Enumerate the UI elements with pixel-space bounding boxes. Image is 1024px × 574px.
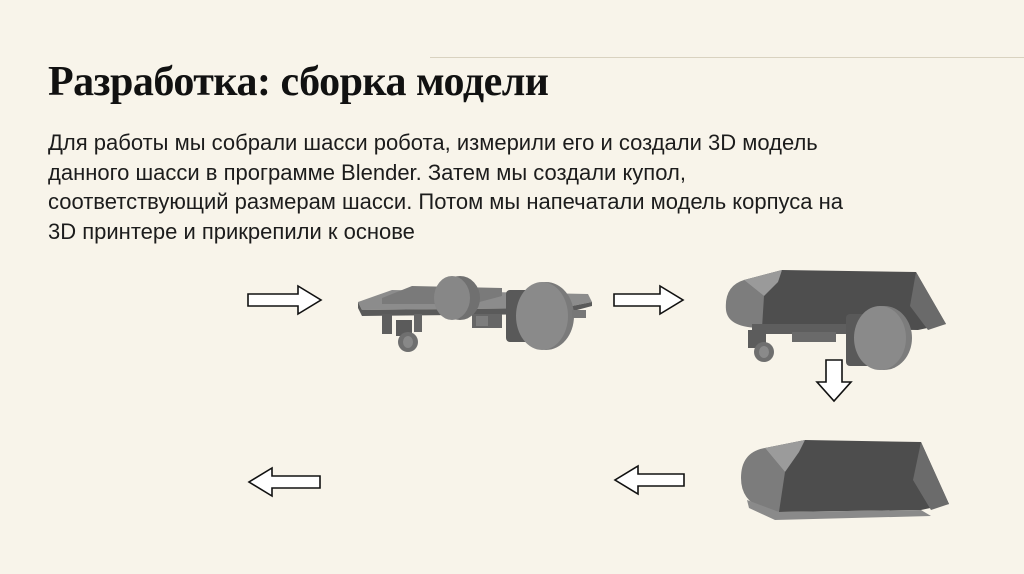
top-divider [430,57,1024,58]
body-line-4: 3D принтере и прикрепили к основе [48,218,415,244]
body-line-3: соответствующий размерам шасси. Потом мы… [48,189,844,214]
chassis-model [358,276,592,352]
dome-model [741,440,949,520]
slide-body-text: Для работы мы собрали шасси робота, изме… [48,128,998,246]
arrow-right-icon [613,284,685,316]
arrow-left-icon [613,464,685,496]
body-line-2: данного шасси в программе Blender. Затем… [48,159,686,185]
slide-title: Разработка: сборка модели [48,59,549,105]
arrow-left-icon [247,466,321,498]
arrow-right-icon [247,284,323,316]
arrow-down-icon [815,359,853,403]
chassis-with-dome-model [725,270,946,370]
body-line-1: Для работы мы собрали шасси робота, изме… [48,130,818,155]
